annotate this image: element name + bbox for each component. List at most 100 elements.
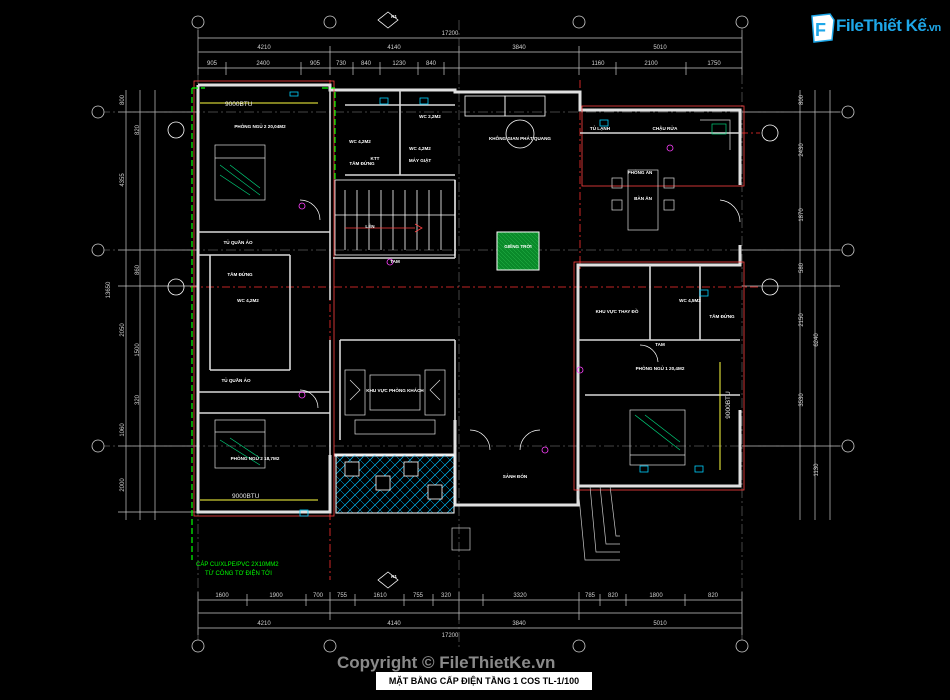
dim-right: 580 xyxy=(799,262,805,273)
brand-domain: .vn xyxy=(926,22,941,34)
dim-top-sub: 1750 xyxy=(707,61,721,67)
dim-right: 2150 xyxy=(799,313,805,327)
dim-left: 2050 xyxy=(120,323,126,337)
dim-top-sub: 2100 xyxy=(644,61,658,67)
dim-left: 1500 xyxy=(135,343,141,357)
dim-bottom-sub: 1600 xyxy=(215,593,229,599)
dim-left: 13650 xyxy=(106,281,112,298)
dim-bottom-sub: 820 xyxy=(708,593,719,599)
interior-walls xyxy=(198,90,740,455)
dining-furniture xyxy=(611,119,731,231)
door-swings xyxy=(299,199,741,451)
dimension-right xyxy=(742,90,840,520)
brand-logo[interactable]: F FileThiết Kế.vn xyxy=(808,10,944,48)
dimension-text-left: 800 4355 2050 1060 2000 13650 820 860 15… xyxy=(106,94,141,491)
ac-label-top: 9000BTU xyxy=(225,101,253,108)
dimension-top xyxy=(197,30,743,75)
room-living: KHU VỰC PHÒNG KHÁCH xyxy=(366,386,424,393)
ac-label-bottom: 9000BTU xyxy=(232,493,260,500)
dim-bottom-sub: 1610 xyxy=(373,593,387,599)
room-kitchen: CHẬU RỬA xyxy=(653,125,679,131)
dim-left: 800 xyxy=(120,94,126,105)
green-cable-lines xyxy=(191,87,336,560)
dim-left: 320 xyxy=(135,394,141,405)
dim-left: 820 xyxy=(135,124,141,135)
brand-name: FileThiết Kế xyxy=(836,16,927,35)
dim-right: 2430 xyxy=(799,143,805,157)
dim-right: 800 xyxy=(799,94,805,105)
dim-left: 1060 xyxy=(120,423,126,437)
entrance-steps xyxy=(451,485,620,561)
room-shower2: TẮM ĐỨNG xyxy=(349,159,375,166)
dim-bottom-sub: 820 xyxy=(608,593,619,599)
room-bedroom1: PHÒNG NGỦ 1 20,4M2 xyxy=(636,364,685,371)
drawing-title: MẶT BẰNG CẤP ĐIỆN TẦNG 1 COS TL-1/100 xyxy=(376,672,592,690)
dim-bottom-sub: 785 xyxy=(585,593,596,599)
grid-label-top: K1 xyxy=(391,14,397,19)
logo-icon: F xyxy=(811,13,835,43)
staircase xyxy=(334,179,456,256)
dim-bottom-sub: 3320 xyxy=(513,593,527,599)
cyan-outlets xyxy=(289,91,709,517)
dim-top-sub: 730 xyxy=(336,61,347,67)
room-wardrobe1: TỦ QUẦN ÁO xyxy=(223,239,253,245)
living-furniture xyxy=(344,369,446,435)
room-wc1: WC 4,2M2 xyxy=(349,139,371,144)
dimension-left xyxy=(118,90,198,520)
dimension-text-right: 800 2430 1870 580 2150 3530 6240 1130 xyxy=(799,94,820,476)
dim-top-sub: 840 xyxy=(361,61,372,67)
room-labels: PHÒNG NGỦ 2 20,04M2 PHÒNG NGỦ 2 18,7M2 P… xyxy=(221,14,735,579)
dim-bottom-total: 17200 xyxy=(442,633,459,639)
cable-note: CÁP CU/XLPE/PVC 2X10MM2 TỪ CÔNG TƠ ĐIỆN … xyxy=(196,561,279,577)
room-wc2: WC 4,2M2 xyxy=(237,298,259,303)
dim-top-sub: 840 xyxy=(426,61,437,67)
dim-bottom-sub: 1800 xyxy=(649,593,663,599)
grid-label-bottom: K1 xyxy=(391,574,397,579)
dim-right: 1870 xyxy=(799,208,805,222)
dim-left: 860 xyxy=(135,264,141,275)
dim-bottom-seg: 4140 xyxy=(387,621,401,627)
dim-right: 1130 xyxy=(814,463,820,477)
room-wardrobe2: TỦ QUẦN ÁO xyxy=(221,377,251,383)
cable-note-line1: CÁP CU/XLPE/PVC 2X10MM2 xyxy=(196,561,279,568)
bedroom-furniture xyxy=(214,144,686,469)
dim-top-total: 17200 xyxy=(442,31,459,37)
ac-label-right: 9000BTU xyxy=(725,391,732,419)
dim-bottom-sub: 755 xyxy=(413,593,424,599)
dim-right: 6240 xyxy=(814,333,820,347)
dim-top-seg: 4210 xyxy=(257,45,271,51)
dim-bottom-sub: 320 xyxy=(441,593,452,599)
room-bedroom2b: PHÒNG NGỦ 2 18,7M2 xyxy=(231,454,280,461)
room-wc-right: WC 4,5M2 xyxy=(679,298,701,303)
exterior-walls xyxy=(196,83,742,514)
room-shower-wc: TẮM ĐỨNG xyxy=(709,312,735,319)
logo-text: FileThiết Kế.vn xyxy=(836,16,941,36)
grid-bubbles xyxy=(91,15,855,653)
dim-left: 2000 xyxy=(120,478,126,492)
axis-lines-gray xyxy=(100,20,850,650)
dimension-text-top: 17200 4210 4140 3840 5010 905 2400 905 7… xyxy=(207,31,721,67)
light-well-tile xyxy=(496,231,540,271)
room-bedroom2a: PHÒNG NGỦ 2 20,04M2 xyxy=(234,122,286,129)
porch-pillars xyxy=(344,461,443,500)
dim-bottom-sub: 700 xyxy=(313,593,324,599)
dim-top-sub: 905 xyxy=(310,61,321,67)
tam-label-right: TAM xyxy=(655,342,665,347)
dim-bottom-seg: 5010 xyxy=(653,621,667,627)
dim-bottom-sub: 1900 xyxy=(269,593,283,599)
dim-top-seg: 3840 xyxy=(512,45,526,51)
room-light-well: GIẾNG TRỜI xyxy=(504,242,531,249)
dim-bottom-seg: 3840 xyxy=(512,621,526,627)
dim-top-seg: 4140 xyxy=(387,45,401,51)
dim-top-sub: 1160 xyxy=(592,61,606,67)
wc4-label: WC 4,2M2 xyxy=(409,146,431,151)
room-hall: SẢNH ĐÓN xyxy=(503,472,528,479)
section-markers xyxy=(167,11,779,589)
cable-note-line2: TỪ CÔNG TƠ ĐIỆN TỚI xyxy=(205,569,272,577)
dim-top-sub: 2400 xyxy=(256,61,270,67)
stair-up-label: LÊN xyxy=(365,222,375,229)
room-dressing: KHU VỰC THAY ĐỒ xyxy=(596,308,639,314)
room-washer: MÁY GIẶT xyxy=(409,157,432,163)
room-table: BÀN ĂN xyxy=(634,195,653,201)
